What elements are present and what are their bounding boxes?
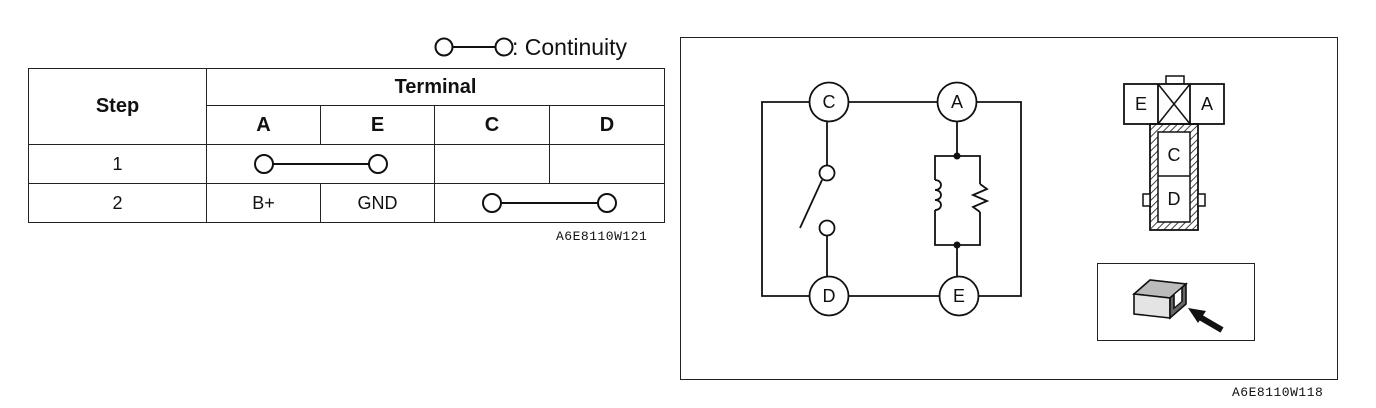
legend-text: : Continuity (512, 33, 628, 60)
junction-dot (953, 152, 961, 160)
diagram-ref-code: A6E8110W118 (1232, 385, 1324, 400)
continuity-table: Step Terminal A E C D 1 2 B+ GND (28, 68, 665, 223)
junction-dot (953, 241, 961, 249)
switch-icon (799, 122, 836, 276)
table-ref-code: A6E8110W121 (556, 229, 648, 244)
table-row: 2 B+ GND (28, 183, 665, 223)
terminal-a-circle (936, 81, 978, 123)
resistor-icon (957, 155, 990, 246)
terminal-a-value: B+ (206, 183, 321, 223)
coil-icon (934, 122, 958, 276)
continuity-symbol-icon (434, 37, 514, 57)
terminal-a-label: A (951, 92, 963, 112)
step-cell: 2 (28, 183, 207, 223)
terminal-d-circle (808, 275, 850, 317)
continuity-legend: : Continuity (432, 32, 627, 62)
terminal-e-value: GND (320, 183, 435, 223)
connector-pin-a-label: A (1201, 94, 1213, 114)
terminal-c-label: C (823, 92, 836, 112)
connector-view-icon (1132, 279, 1224, 333)
connector-pin-d-label: D (1168, 189, 1181, 209)
connector-pin-e-label: E (1135, 94, 1147, 114)
continuity-a-e-icon (254, 154, 388, 174)
relay-diagram-panel (680, 37, 1338, 380)
left-wire (761, 101, 809, 297)
connector-face (1123, 75, 1225, 231)
terminal-e-circle (938, 275, 980, 317)
terminal-d-label: D (823, 286, 836, 306)
connector-view-inset (1097, 263, 1255, 341)
terminal-c-circle (808, 81, 850, 123)
step-cell: 1 (28, 144, 207, 184)
continuity-c-d-cell (434, 183, 665, 223)
connector-pin-c-label: C (1168, 145, 1181, 165)
terminal-e-label: E (953, 286, 965, 306)
right-wire (977, 101, 1022, 297)
terminal-a-header: A (206, 105, 321, 145)
terminal-d-header: D (549, 105, 665, 145)
terminal-c-header: C (434, 105, 550, 145)
step-header: Step (28, 68, 207, 145)
terminal-e-header: E (320, 105, 435, 145)
arrow-icon (1188, 308, 1224, 333)
table-row: 1 (28, 144, 665, 184)
continuity-c-d-icon (482, 193, 617, 213)
